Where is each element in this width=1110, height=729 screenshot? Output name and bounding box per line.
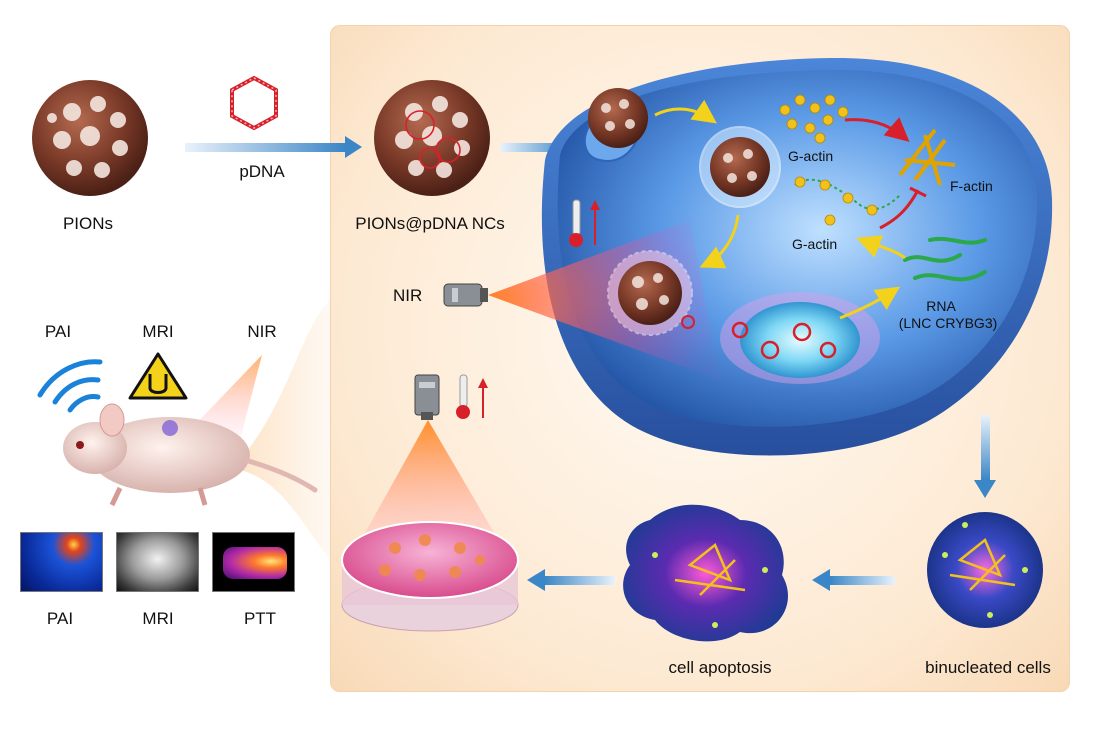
laser-icon: [443, 283, 488, 307]
g-actin-chain-icon: [794, 176, 901, 226]
mri-image-thumbnail: [116, 532, 199, 592]
apoptosis-cell-icon: [623, 504, 788, 642]
label-ptt-bottom: PTT: [243, 609, 277, 628]
plasmid-dna-icon: [230, 75, 278, 131]
label-nir-cell: NIR: [393, 286, 423, 305]
label-f-actin: F-actin: [950, 178, 993, 194]
label-pions-pdna: PIONs@pDNA NCs: [355, 214, 505, 233]
f-actin-icon: [898, 128, 956, 186]
glow-funnel: [240, 300, 330, 560]
ptt-image-thumbnail: [212, 532, 295, 592]
arrow-binucleated-to-apoptosis: [812, 569, 895, 591]
label-pai-bottom: PAI: [46, 609, 74, 628]
thermometer-icon-dish: [456, 374, 488, 419]
label-g-actin-top: G-actin: [788, 148, 834, 164]
escaped-particle-icon: [607, 250, 695, 336]
yellow-pathway-arrows: [654, 99, 906, 320]
label-rna-sub: (LNC CRYBG3): [898, 315, 998, 331]
endosome-particle-icon: [699, 126, 781, 208]
label-cell-apoptosis: cell apoptosis: [668, 658, 772, 677]
pai-image-thumbnail: [20, 532, 103, 592]
arrow-apoptosis-to-dish: [527, 569, 615, 591]
label-mri-top: MRI: [142, 322, 174, 341]
label-rna: RNA: [926, 298, 956, 314]
thermometer-icon-cell: [569, 199, 600, 247]
pions-particle-icon: [32, 80, 148, 196]
petri-dish-icon: [341, 521, 519, 632]
wifi-signal-icon: [37, 359, 103, 413]
endocytosed-particle-icon: [588, 88, 648, 148]
label-mri-bottom: MRI: [142, 609, 174, 628]
label-binucleated-cells: binucleated cells: [925, 658, 1051, 677]
label-pions: PIONs: [62, 214, 114, 233]
binucleated-cell-icon: [927, 512, 1043, 628]
red-pathway-arrows: [844, 117, 927, 230]
pions-pdna-particle-icon: [374, 80, 490, 196]
label-nir-top: NIR: [247, 322, 277, 341]
nucleus: [720, 292, 880, 384]
laser-icon-dish: [414, 374, 440, 420]
magnet-warning-icon: [128, 352, 188, 400]
label-pai-top: PAI: [44, 322, 72, 341]
rna-strand-icon: [903, 236, 987, 282]
laser-cone: [350, 420, 510, 560]
nir-cone-mouse: [190, 355, 262, 440]
arrow-cell-to-binucleated: [974, 415, 996, 498]
g-actin-cluster-icon: [779, 94, 849, 144]
mouse-icon: [63, 403, 318, 507]
label-g-actin-mid: G-actin: [792, 236, 838, 252]
arrow-pions-to-ncs: [185, 136, 362, 158]
label-pdna: pDNA: [239, 162, 285, 181]
